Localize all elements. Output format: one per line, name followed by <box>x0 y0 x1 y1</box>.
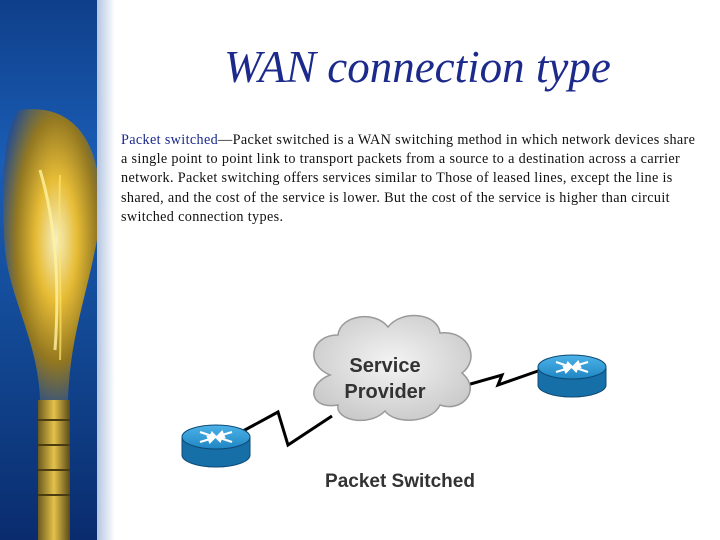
packet-switched-diagram: Service Provider Packet Switched <box>181 314 607 492</box>
term-label: Packet switched <box>121 132 219 148</box>
cloud-label-line2: Provider <box>344 381 425 403</box>
diagram-caption: Packet Switched <box>325 471 475 492</box>
slide-title: WAN connection type <box>224 42 611 92</box>
router-icon <box>537 354 607 398</box>
lightbulb-icon <box>3 109 97 540</box>
body-paragraph: Packet switched—Packet switched is a WAN… <box>121 131 696 227</box>
serial-link-icon <box>231 369 539 448</box>
sidebar-fade <box>97 0 115 540</box>
lightbulb-sidebar-image <box>0 0 97 540</box>
body-text: —Packet switched is a WAN switching meth… <box>121 132 696 225</box>
cloud-icon <box>313 314 472 422</box>
cloud-label-line1: Service <box>349 355 420 377</box>
router-icon <box>181 424 251 468</box>
